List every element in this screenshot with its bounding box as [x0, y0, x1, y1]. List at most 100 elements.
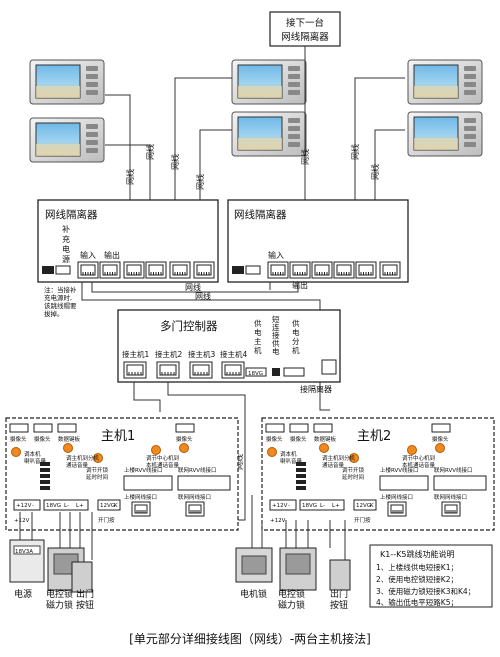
- rj45-port-icon: [131, 501, 151, 517]
- devices-right: 电机锁 电控锁 磁力锁 出门 按钮: [235, 495, 351, 611]
- rj45-port-icon: [193, 261, 215, 279]
- svg-text:接: 接: [272, 330, 280, 340]
- indoor-monitor-icon: [29, 117, 105, 163]
- rj45-port-icon: [441, 501, 461, 517]
- svg-text:短: 短: [272, 314, 280, 324]
- supply-char: 电: [62, 244, 70, 254]
- rj45-port-icon: [267, 261, 289, 279]
- to-isolator-label: 接隔离器: [300, 384, 332, 394]
- knob-label: 本机通话音量: [146, 461, 180, 469]
- bottom-label: +12V: [14, 518, 30, 524]
- knob-label: 调主机到分机: [66, 454, 100, 462]
- rj45-port-icon: [289, 261, 311, 279]
- terminal-label: 18VG: [46, 503, 61, 509]
- adjust-knob-icon[interactable]: [11, 447, 21, 457]
- adjust-knob-icon[interactable]: [179, 443, 189, 453]
- terminal-label: L+: [76, 503, 84, 509]
- knob-label: 调节中心机到: [146, 454, 179, 462]
- knob-label: 调本机: [280, 450, 297, 458]
- rj45-port-icon: [99, 261, 121, 279]
- rj45-port-icon: [123, 261, 145, 279]
- port-label: 联网RVV线接口: [178, 466, 217, 474]
- wire-label: 网线: [350, 144, 360, 160]
- door-port-label: 接主机4: [220, 349, 247, 359]
- monitor-cable-labels: 网线 网线 网线 网线 网线 网线 网线: [125, 144, 380, 190]
- host-top-label: 摄像头: [176, 435, 193, 443]
- supply-char: 源: [62, 255, 70, 264]
- svg-text:主: 主: [254, 336, 262, 346]
- rj45-port-icon: [311, 261, 333, 279]
- indoor-monitor-icon: [407, 59, 483, 105]
- wire-label: 网线: [195, 291, 211, 301]
- host-top-label: 数据键板: [58, 435, 81, 443]
- wire-label: 网线: [234, 454, 244, 470]
- bottom-label: 开门按: [98, 516, 115, 524]
- isolator-left-note: 注：当接补 充电源时, 该跳线帽要 拔掉。: [44, 285, 77, 318]
- rj45-port-icon: [77, 261, 99, 279]
- port-label: 联网网线接口: [178, 493, 211, 501]
- svg-text:供: 供: [272, 338, 280, 348]
- adjust-knob-icon[interactable]: [407, 445, 417, 455]
- next-isolator-box: 接下一台 网线隔离器: [269, 11, 341, 47]
- door-port-label: 接主机3: [188, 349, 215, 359]
- bottom-label: +12V: [270, 518, 286, 524]
- terminal-label: -: [32, 503, 34, 509]
- legend-item: 3、使用磁力锁短接K3和K4；: [376, 586, 475, 596]
- port-label: 上楼RVV线接口: [380, 466, 419, 474]
- knob-label: 延时时间: [342, 473, 364, 481]
- adjust-knob-icon[interactable]: [435, 443, 445, 453]
- devices-left: 18V3A 电源 电控锁 磁力锁 出门 按钮: [9, 512, 94, 611]
- legend-title: K1--K5跳线功能说明: [380, 549, 454, 559]
- rj45-port-icon: [189, 361, 213, 379]
- svg-text:机: 机: [254, 345, 262, 355]
- adjust-knob-icon[interactable]: [267, 447, 277, 457]
- power-label: 电源: [14, 588, 32, 600]
- wire-label: 网线: [185, 282, 201, 292]
- door-port-label: 接主机2: [155, 349, 182, 359]
- diagram-caption: [单元部分详细接线图（网线）-两台主机接法]: [129, 631, 371, 646]
- knob-label: 本机通话音量: [402, 461, 436, 469]
- isolator-left-title: 网线隔离器: [45, 208, 98, 221]
- supply-terminal: [245, 265, 261, 275]
- knob-label: 通话音量: [66, 461, 89, 469]
- indoor-monitor-icon: [231, 59, 307, 105]
- isolator-right: 网线隔离器 输入 输出: [227, 199, 409, 290]
- indoor-monitor-icon: [231, 111, 307, 157]
- svg-text:连: 连: [272, 322, 280, 332]
- isolator-left: 网线隔离器 补 充 电 源 输入 输出: [37, 199, 219, 283]
- jumper-legend: K1--K5跳线功能说明 1、上楼线供电短接K1； 2、使用电控锁短接K2； 3…: [369, 544, 493, 608]
- terminal-label: K: [114, 503, 118, 509]
- terminal-label: 18VG: [302, 503, 317, 509]
- button-label: 按钮: [76, 599, 94, 611]
- jumper-cap[interactable]: [232, 266, 244, 274]
- adjust-knob-icon[interactable]: [349, 453, 359, 463]
- adjust-knob-icon[interactable]: [93, 453, 103, 463]
- adjust-knob-icon[interactable]: [151, 445, 161, 455]
- port-label: 上楼网线接口: [124, 493, 157, 501]
- terminal-label: 18VG: [248, 371, 263, 377]
- port-label: 联网网线接口: [434, 493, 467, 501]
- rj45-port-icon: [145, 261, 167, 279]
- host-top-label: 摄像头: [266, 435, 283, 443]
- isolator-right-in: 输入: [268, 250, 284, 260]
- rj45-port-icon: [156, 361, 180, 379]
- svg-text:电: 电: [272, 346, 280, 356]
- supply-char: 补: [62, 224, 70, 234]
- wire-label: 网线: [170, 154, 180, 170]
- wire-label: 网线: [300, 149, 310, 165]
- svg-text:拔掉。: 拔掉。: [44, 309, 64, 318]
- adjust-knob-icon[interactable]: [319, 443, 329, 453]
- host-title: 主机1: [101, 429, 135, 444]
- rj45-port-icon: [387, 501, 407, 517]
- host-2-board: 主机2摄像头摄像头数据键板摄像头调本机喇叭音量调主机到分机通话音量调节开锁延时时…: [261, 417, 495, 531]
- jumper-cap[interactable]: [42, 266, 54, 274]
- terminal-label: 12VG: [356, 503, 371, 509]
- wire-label: 网线: [195, 174, 205, 190]
- adjust-knob-icon[interactable]: [63, 443, 73, 453]
- svg-text:该跳线帽要: 该跳线帽要: [44, 301, 77, 310]
- indoor-monitor-icon: [407, 111, 483, 157]
- next-isolator-line1: 接下一台: [286, 17, 324, 29]
- button-label: 出门: [330, 588, 348, 600]
- host-1-board: 主机1摄像头摄像头数据键板摄像头调本机喇叭音量调主机到分机通话音量调节开锁延时时…: [5, 417, 239, 531]
